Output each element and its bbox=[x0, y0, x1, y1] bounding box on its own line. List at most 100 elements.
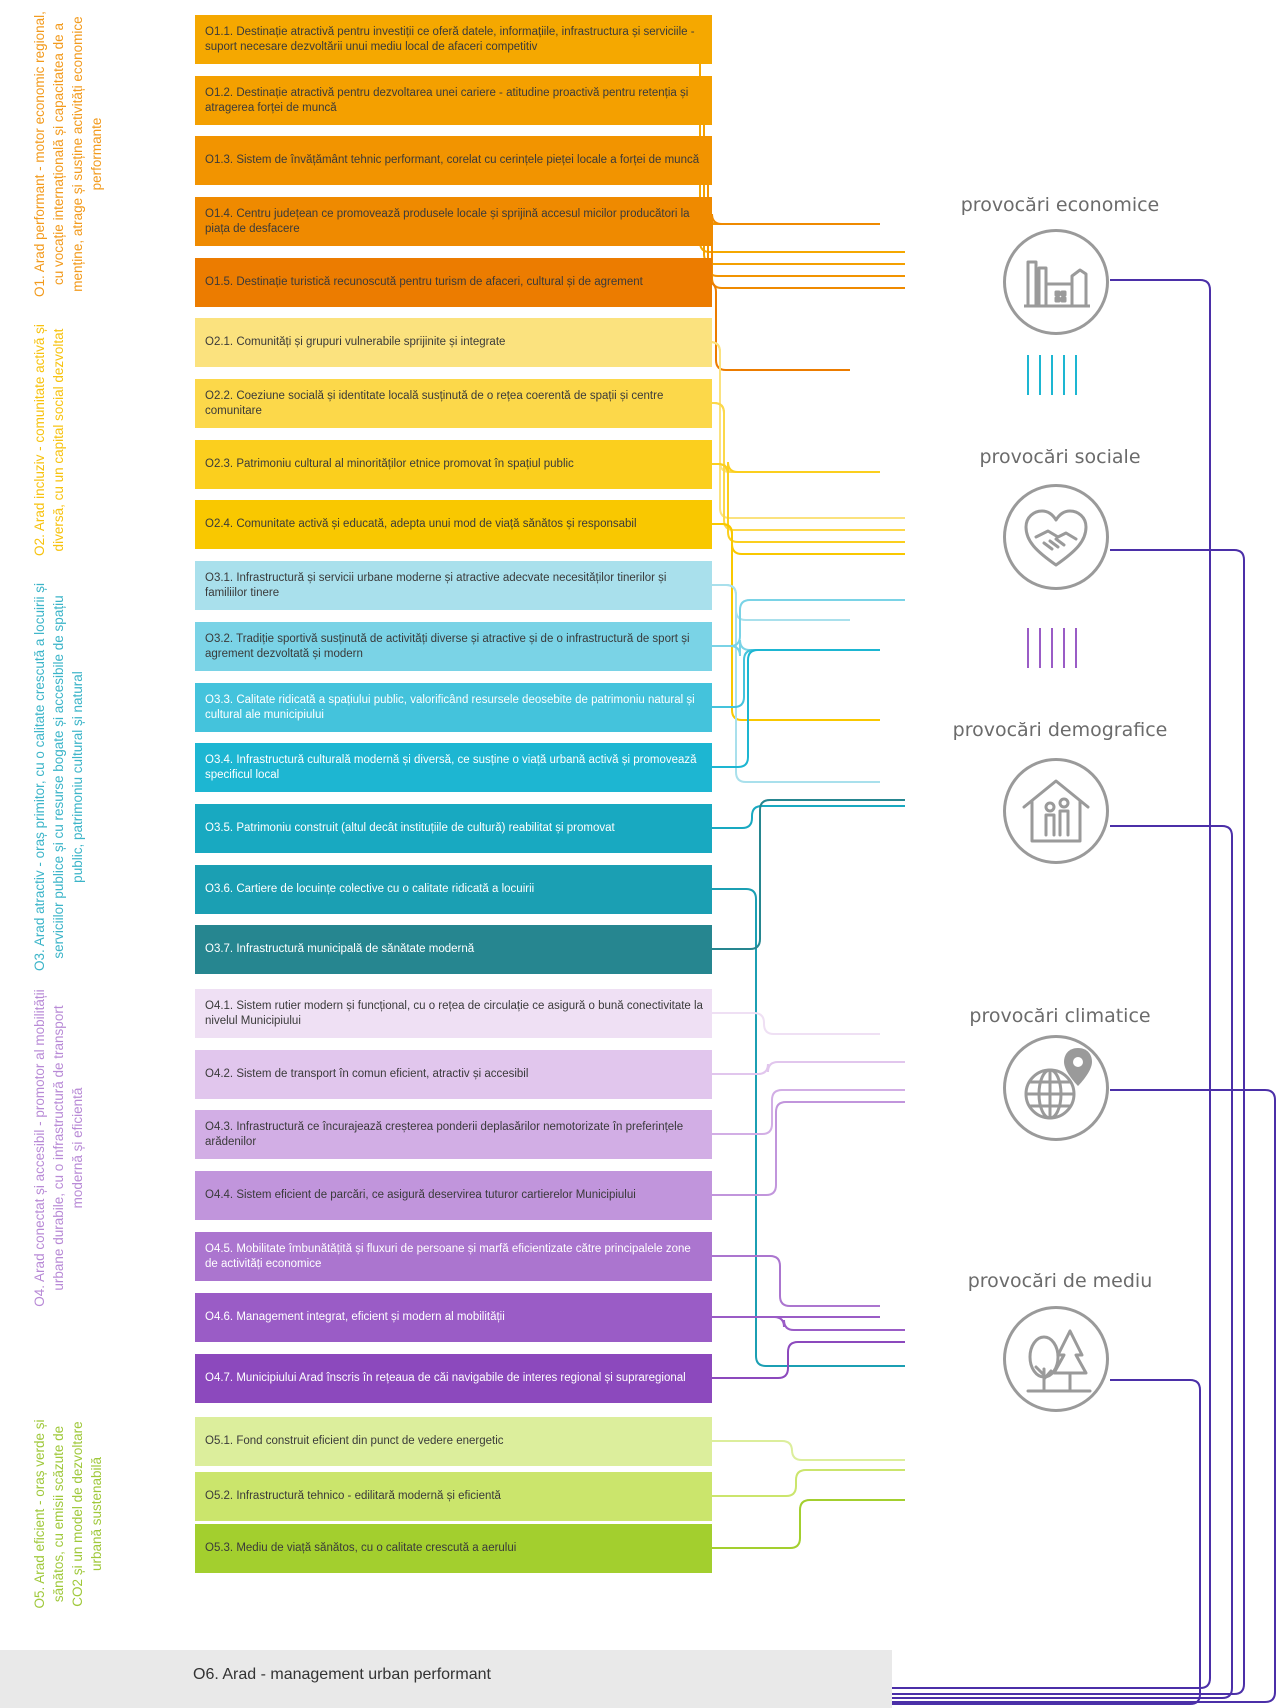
group-label-o3: O3. Arad atractiv - oraș primitor, cu o … bbox=[32, 583, 85, 971]
connector-line bbox=[712, 1499, 905, 1549]
connector-line bbox=[701, 220, 905, 289]
objective-label: O1.1. Destinație atractivă pentru invest… bbox=[205, 25, 695, 53]
objective-label: O3.6. Cartiere de locuințe colective cu … bbox=[205, 883, 535, 895]
objective-label: O5.2. Infrastructură tehnico - edilitară… bbox=[205, 1490, 501, 1502]
group-label-o5: O5. Arad eficient - oraș verde și sănăto… bbox=[32, 1419, 104, 1609]
connector-line bbox=[701, 213, 880, 232]
objective-box-o1-2: O1.2. Destinație atractivă pentru dezvol… bbox=[195, 76, 712, 125]
objective-box-o5-1: O5.1. Fond construit eficient din punct … bbox=[195, 1417, 712, 1466]
challenge-title-social: provocări sociale bbox=[979, 446, 1141, 468]
objective-box-o2-2: O2.2. Coeziune socială și identitate loc… bbox=[195, 379, 712, 428]
connector-line bbox=[689, 38, 905, 253]
connector-line bbox=[712, 1316, 905, 1331]
objective-box-o5-2: O5.2. Infrastructură tehnico - edilitară… bbox=[195, 1472, 712, 1521]
objective-label: O3.1. Infrastructură și servicii urbane … bbox=[205, 571, 667, 599]
connector-line bbox=[712, 799, 905, 950]
o6-connector-line bbox=[892, 825, 1233, 1699]
group-label-o1: O1. Arad performant - motor economic reg… bbox=[32, 11, 104, 297]
objective-box-o4-1: O4.1. Sistem rutier modern și funcțional… bbox=[195, 989, 712, 1038]
o6-connector-line bbox=[892, 1379, 1201, 1705]
o6-bar bbox=[0, 1650, 892, 1708]
objective-label: O2.3. Patrimoniu cultural al minoritățil… bbox=[205, 458, 574, 470]
objective-label: O4.1. Sistem rutier modern și funcțional… bbox=[205, 999, 703, 1027]
group-label-o2: O2. Arad incluziv - comunitate activă și… bbox=[32, 324, 66, 556]
connector-line bbox=[697, 159, 905, 277]
objective-label: O3.5. Patrimoniu construit (altul decât … bbox=[205, 822, 615, 834]
objective-box-o3-3: O3.3. Calitate ridicată a spațiului publ… bbox=[195, 683, 712, 732]
globe-pin-icon bbox=[1003, 1035, 1109, 1141]
challenge-title-demographic: provocări demografice bbox=[952, 719, 1168, 741]
objective-label: O4.6. Management integrat, eficient și m… bbox=[205, 1311, 505, 1323]
connector-line bbox=[712, 402, 880, 473]
objective-label: O5.3. Mediu de viață sănătos, cu o calit… bbox=[205, 1542, 517, 1554]
connector-line bbox=[712, 1012, 880, 1035]
objective-label: O2.2. Coeziune socială și identitate loc… bbox=[205, 389, 664, 417]
objective-label: O2.1. Comunități și grupuri vulnerabile … bbox=[205, 336, 506, 348]
o6-connector-line bbox=[892, 549, 1245, 1695]
objective-box-o1-3: O1.3. Sistem de învățământ tehnic perfor… bbox=[195, 136, 712, 185]
objective-label: O3.3. Calitate ridicată a spațiului publ… bbox=[205, 693, 695, 721]
challenge-title-environment: provocări de mediu bbox=[967, 1270, 1153, 1292]
objective-box-o5-3: O5.3. Mediu de viață sănătos, cu o calit… bbox=[195, 1524, 712, 1573]
factory-icon bbox=[1003, 229, 1109, 335]
o6-label: O6. Arad - management urban performant bbox=[193, 1666, 491, 1683]
objective-box-o3-7: O3.7. Infrastructură municipală de sănăt… bbox=[195, 925, 712, 974]
objective-label: O5.1. Fond construit eficient din punct … bbox=[205, 1435, 504, 1447]
connector-line bbox=[709, 341, 905, 519]
objective-label: O3.2. Tradiție sportivă susținută de act… bbox=[205, 632, 690, 660]
connector-line bbox=[712, 1101, 905, 1196]
connector-line bbox=[712, 1089, 905, 1135]
objective-box-o2-1: O2.1. Comunități și grupuri vulnerabile … bbox=[195, 318, 712, 367]
objective-label: O1.2. Destinație atractivă pentru dezvol… bbox=[205, 86, 689, 114]
objective-box-o3-2: O3.2. Tradiție sportivă susținută de act… bbox=[195, 622, 712, 671]
connector-line bbox=[712, 1255, 880, 1307]
objective-box-o4-3: O4.3. Infrastructură ce încurajează creș… bbox=[195, 1110, 712, 1159]
objective-box-o4-2: O4.2. Sistem de transport în comun efici… bbox=[195, 1050, 712, 1099]
objective-label: O4.4. Sistem eficient de parcări, ce asi… bbox=[205, 1189, 636, 1201]
objective-label: O1.4. Centru județean ce promovează prod… bbox=[205, 207, 690, 235]
family-house-icon bbox=[1003, 758, 1109, 864]
objective-label: O3.4. Infrastructură culturală modernă ș… bbox=[205, 753, 697, 781]
objective-box-o2-4: O2.4. Comunitate activă și educată, adep… bbox=[195, 500, 712, 549]
objective-box-o2-3: O2.3. Patrimoniu cultural al minoritățil… bbox=[195, 440, 712, 489]
objective-box-o4-6: O4.6. Management integrat, eficient și m… bbox=[195, 1293, 712, 1342]
connector-line bbox=[712, 599, 905, 647]
objective-box-o4-5: O4.5. Mobilitate îmbunătățită și fluxuri… bbox=[195, 1232, 712, 1281]
connector-line bbox=[712, 1341, 905, 1379]
challenge-title-economic: provocări economice bbox=[960, 194, 1160, 216]
connector-line bbox=[693, 99, 880, 225]
objective-label: O4.2. Sistem de transport în comun efici… bbox=[205, 1068, 529, 1080]
connector-line bbox=[712, 805, 905, 829]
connector-line bbox=[705, 281, 850, 371]
connector-line bbox=[712, 888, 905, 1367]
objective-box-o3-4: O3.4. Infrastructură culturală modernă ș… bbox=[195, 743, 712, 792]
connector-line bbox=[693, 99, 905, 265]
objective-label: O4.3. Infrastructură ce încurajează creș… bbox=[205, 1120, 684, 1148]
connector-line bbox=[689, 38, 880, 225]
objective-box-o1-5: O1.5. Destinație turistică recunoscută p… bbox=[195, 258, 712, 307]
objective-label: O4.5. Mobilitate îmbunătățită și fluxuri… bbox=[205, 1242, 691, 1270]
connector-line bbox=[712, 639, 880, 657]
connector-line bbox=[712, 649, 880, 768]
objective-box-o3-5: O3.5. Patrimoniu construit (altul decât … bbox=[195, 804, 712, 853]
trees-icon bbox=[1003, 1306, 1109, 1412]
objective-box-o4-7: O4.7. Municipiului Arad înscris în rețea… bbox=[195, 1354, 712, 1403]
o6-connector-line bbox=[892, 279, 1211, 1689]
group-label-o4: O4. Arad conectat și accesibil - promoto… bbox=[32, 989, 85, 1307]
objective-label: O4.7. Municipiului Arad înscris în rețea… bbox=[205, 1372, 686, 1384]
objective-box-o1-4: O1.4. Centru județean ce promovează prod… bbox=[195, 197, 712, 246]
objective-box-o3-6: O3.6. Cartiere de locuințe colective cu … bbox=[195, 865, 712, 914]
handshake-heart-icon bbox=[1003, 484, 1109, 590]
challenge-title-climate: provocări climatice bbox=[969, 1005, 1151, 1027]
connector-line bbox=[712, 402, 905, 531]
connector-line bbox=[712, 1440, 905, 1461]
objective-box-o1-1: O1.1. Destinație atractivă pentru invest… bbox=[195, 15, 712, 64]
o6-connector-line bbox=[892, 1089, 1276, 1703]
connector-line bbox=[697, 159, 880, 225]
connector-line bbox=[712, 1469, 905, 1497]
objective-label: O2.4. Comunitate activă și educată, adep… bbox=[205, 518, 637, 530]
connector-line bbox=[712, 463, 905, 543]
connector-line bbox=[712, 649, 880, 708]
connector-line bbox=[712, 461, 880, 475]
